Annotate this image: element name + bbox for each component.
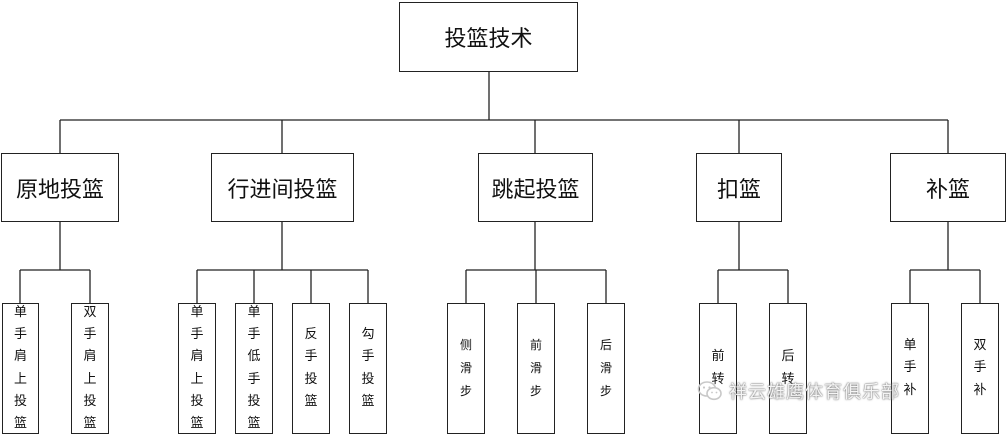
watermark: 祥云雄鹰体育俱乐部 bbox=[697, 378, 900, 404]
leaf-node: 单手肩上投篮 bbox=[178, 303, 216, 434]
leaf-label: 双手肩上投篮 bbox=[83, 305, 97, 431]
category-node-tiaoqi: 跳起投篮 bbox=[478, 153, 593, 222]
category-label: 跳起投篮 bbox=[491, 177, 580, 203]
leaf-node: 单手补 bbox=[891, 303, 929, 434]
leaf-node: 单手肩上投篮 bbox=[2, 303, 39, 434]
leaf-node: 侧滑步 bbox=[447, 303, 485, 434]
category-label: 扣篮 bbox=[716, 177, 761, 203]
leaf-node: 双手肩上投篮 bbox=[71, 303, 109, 434]
leaf-label: 后滑步 bbox=[599, 338, 612, 398]
category-label: 行进间投篮 bbox=[227, 177, 338, 203]
category-label: 补篮 bbox=[925, 177, 970, 203]
category-label: 原地投篮 bbox=[15, 177, 104, 203]
leaf-node: 后滑步 bbox=[587, 303, 625, 434]
leaf-label: 前滑步 bbox=[529, 338, 542, 398]
leaf-label: 单手低手投篮 bbox=[247, 305, 261, 431]
leaf-node: 反手投篮 bbox=[292, 303, 330, 434]
category-node-yuandi: 原地投篮 bbox=[1, 153, 119, 222]
leaf-node: 前滑步 bbox=[517, 303, 555, 434]
leaf-label: 侧滑步 bbox=[459, 338, 472, 398]
category-node-xingjinjian: 行进间投篮 bbox=[211, 153, 354, 222]
root-node: 投篮技术 bbox=[399, 2, 578, 72]
leaf-label: 单手补 bbox=[903, 338, 917, 398]
root-label: 投篮技术 bbox=[444, 27, 533, 52]
leaf-label: 前转 bbox=[711, 349, 725, 387]
leaf-label: 单手肩上投篮 bbox=[13, 305, 27, 431]
leaf-node: 后转 bbox=[769, 303, 807, 434]
category-node-koulan: 扣篮 bbox=[696, 153, 782, 222]
leaf-label: 勾手投篮 bbox=[361, 327, 375, 409]
leaf-node: 勾手投篮 bbox=[349, 303, 387, 434]
leaf-node: 前转 bbox=[699, 303, 737, 434]
leaf-label: 单手肩上投篮 bbox=[190, 305, 204, 431]
category-node-bulan: 补篮 bbox=[890, 153, 1006, 222]
leaf-node: 单手低手投篮 bbox=[235, 303, 273, 434]
leaf-label: 双手补 bbox=[973, 338, 987, 398]
leaf-label: 后转 bbox=[781, 349, 795, 387]
watermark-text: 祥云雄鹰体育俱乐部 bbox=[729, 382, 900, 403]
leaf-label: 反手投篮 bbox=[304, 327, 318, 409]
leaf-node: 双手补 bbox=[961, 303, 999, 434]
wechat-icon bbox=[697, 381, 722, 401]
